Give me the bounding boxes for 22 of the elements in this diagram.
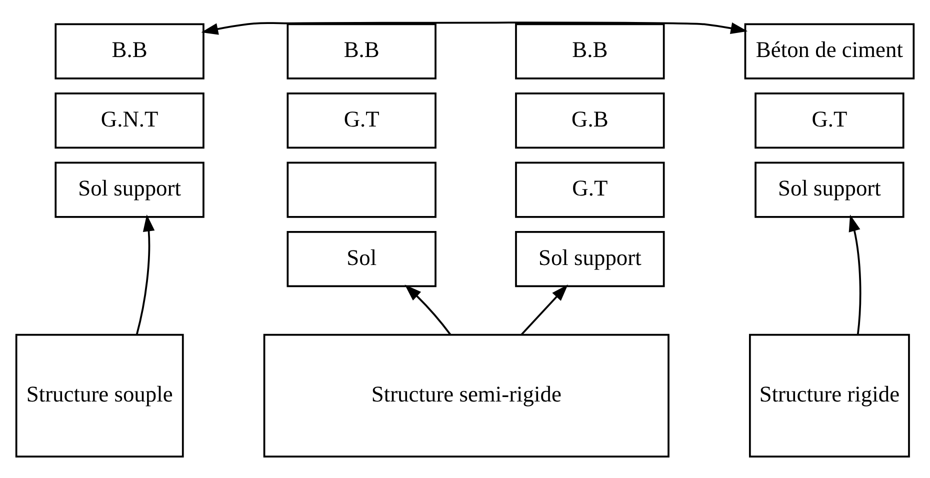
node-box: Sol support [515, 231, 665, 288]
node-box: Structure semi-rigide [263, 334, 670, 458]
node-box: Sol support [754, 162, 904, 218]
node-box [286, 162, 436, 218]
arrow [404, 284, 452, 336]
node-box: Sol support [54, 162, 204, 218]
node-box: Structure rigide [749, 334, 910, 458]
node-box: Béton de ciment [744, 23, 915, 80]
arrow [520, 284, 568, 336]
node-box: B.B [286, 23, 436, 80]
arrow [848, 214, 862, 335]
node-box: Sol [286, 231, 436, 288]
node-box: B.B [515, 23, 665, 80]
node-box: G.N.T [54, 92, 204, 149]
node-box: G.T [754, 92, 904, 149]
node-box: G.T [286, 92, 436, 149]
node-box: G.T [515, 162, 665, 218]
node-box: Structure souple [15, 334, 184, 458]
arrow [201, 22, 748, 35]
node-box: B.B [54, 23, 204, 80]
arrow [136, 214, 155, 335]
node-box: G.B [515, 92, 665, 149]
